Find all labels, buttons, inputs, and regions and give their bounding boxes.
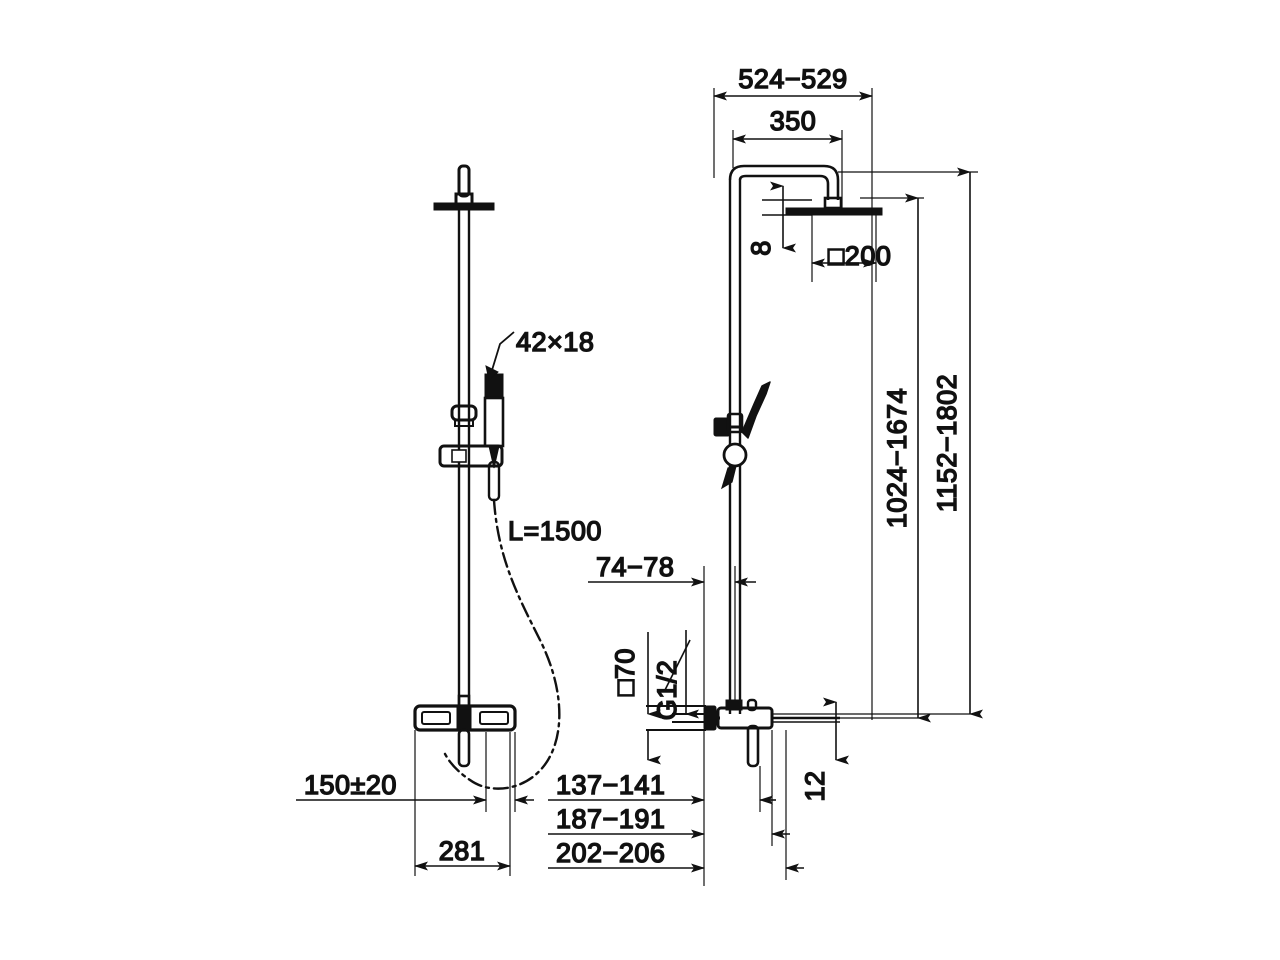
left-thermostatic-mixer-body [413, 694, 517, 768]
dim-arm-length [732, 130, 843, 210]
right-hand-shower [720, 381, 771, 490]
left-slider-ring [450, 404, 478, 427]
dim-label-depth-c: 202−206 [556, 838, 665, 868]
dim-label-head-thickness: 8 [746, 240, 776, 256]
dim-overall-projection [713, 88, 873, 720]
right-view-side-elevation [646, 164, 883, 768]
note-hose-length: L=1500 [508, 516, 602, 546]
dim-head-size [811, 215, 877, 282]
dim-valve-width [414, 732, 511, 876]
dim-label-thread-size: G1/2 [652, 660, 682, 721]
dim-depth-c [548, 730, 804, 880]
dim-inlet-centre [588, 566, 756, 706]
dim-mount-height [296, 730, 534, 876]
right-diverter-handle [713, 412, 744, 437]
leader-thread-size [663, 630, 699, 719]
dim-riser-outer [772, 167, 983, 719]
dim-label-escutcheon-size: □70 [610, 648, 640, 696]
dim-label-riser-inner: 1024−1674 [882, 388, 912, 528]
left-riser-top-cap [454, 164, 474, 206]
dim-label-valve-width: 281 [439, 836, 486, 866]
dim-label-outlet-drop: 12 [800, 770, 830, 801]
left-view-front-elevation [413, 164, 561, 790]
dim-depth-a [548, 730, 776, 886]
dim-head-thickness [762, 181, 812, 253]
left-hand-shower [483, 373, 505, 502]
dim-depth-b [548, 730, 790, 846]
right-overhead-shower-head [785, 207, 883, 216]
leader-hand-shower-size [485, 331, 515, 381]
right-shower-arm [728, 164, 843, 210]
dim-label-riser-outer: 1152−1802 [932, 374, 962, 512]
dim-label-arm-length: 350 [770, 106, 817, 136]
left-hand-shower-holder [438, 444, 504, 468]
dim-label-depth-a: 137−141 [556, 770, 665, 800]
dim-label-inlet-centre: 74−78 [596, 552, 674, 582]
dim-label-head-size: □200 [828, 241, 891, 271]
left-flexible-hose [442, 498, 561, 790]
dim-label-hand-shower-size: 42×18 [516, 327, 594, 357]
dim-label-depth-b: 187−191 [556, 804, 665, 834]
left-overhead-shower-head [433, 202, 495, 211]
dim-label-overall-projection: 524−529 [738, 64, 847, 94]
dim-label-mount-height: 150±20 [304, 770, 397, 800]
